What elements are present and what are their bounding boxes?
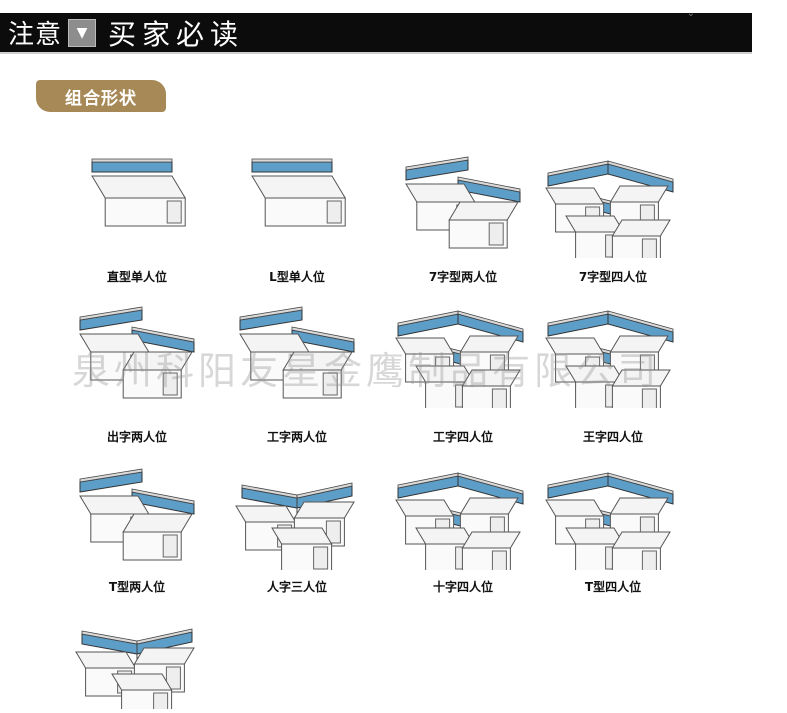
workstation-illustration <box>79 306 195 399</box>
workstation-item <box>222 146 372 258</box>
workstation-label: T型两人位 <box>108 580 166 594</box>
workstation-illustration <box>235 482 355 570</box>
workstation-label: 7字型两人位 <box>428 270 498 284</box>
workstation-illustration <box>395 472 524 570</box>
workstation-label: L型单人位 <box>269 270 325 284</box>
workstation-item <box>62 296 212 408</box>
workstation-illustration <box>545 472 674 570</box>
workstation-illustration <box>545 310 674 408</box>
workstation-illustration <box>75 628 195 709</box>
workstation-label: 直型单人位 <box>106 270 167 284</box>
workstation-item <box>538 296 688 408</box>
workstation-illustration <box>545 160 674 258</box>
workstation-label: 十字四人位 <box>432 580 493 594</box>
workstation-label: 出字两人位 <box>106 430 167 444</box>
workstation-item <box>538 458 688 570</box>
workstation-illustration <box>395 310 524 408</box>
workstation-illustration <box>91 158 187 227</box>
workstation-item <box>62 604 212 709</box>
workstation-label: 人字三人位 <box>266 580 327 594</box>
workstation-label: 工字四人位 <box>432 430 493 444</box>
workstation-item <box>62 146 212 258</box>
header-notice-text: 注意 <box>8 20 63 50</box>
workstation-illustration <box>239 306 355 399</box>
section-badge: 组合形状 <box>36 80 166 112</box>
workstation-illustration <box>79 468 195 561</box>
workstation-label: 王字四人位 <box>582 430 643 444</box>
workstation-item <box>538 146 688 258</box>
workstation-illustration <box>405 156 521 249</box>
down-triangle-icon: ▼ <box>68 18 97 47</box>
workstation-item <box>388 458 538 570</box>
header-title: 买家必读 <box>108 17 245 51</box>
workstation-illustration <box>251 158 347 227</box>
workstation-label: 7字型四人位 <box>578 270 648 284</box>
workstation-item <box>222 296 372 408</box>
workstation-label: 工字两人位 <box>266 430 327 444</box>
workstation-item <box>388 146 538 258</box>
workstation-item <box>222 458 372 570</box>
workstation-label: T型四人位 <box>584 580 642 594</box>
header-bar: 注意 ▼ 买家必读 <box>0 13 752 54</box>
workstation-item <box>388 296 538 408</box>
workstation-item <box>62 458 212 570</box>
corner-chevron-icon: ⌄ <box>686 8 695 19</box>
